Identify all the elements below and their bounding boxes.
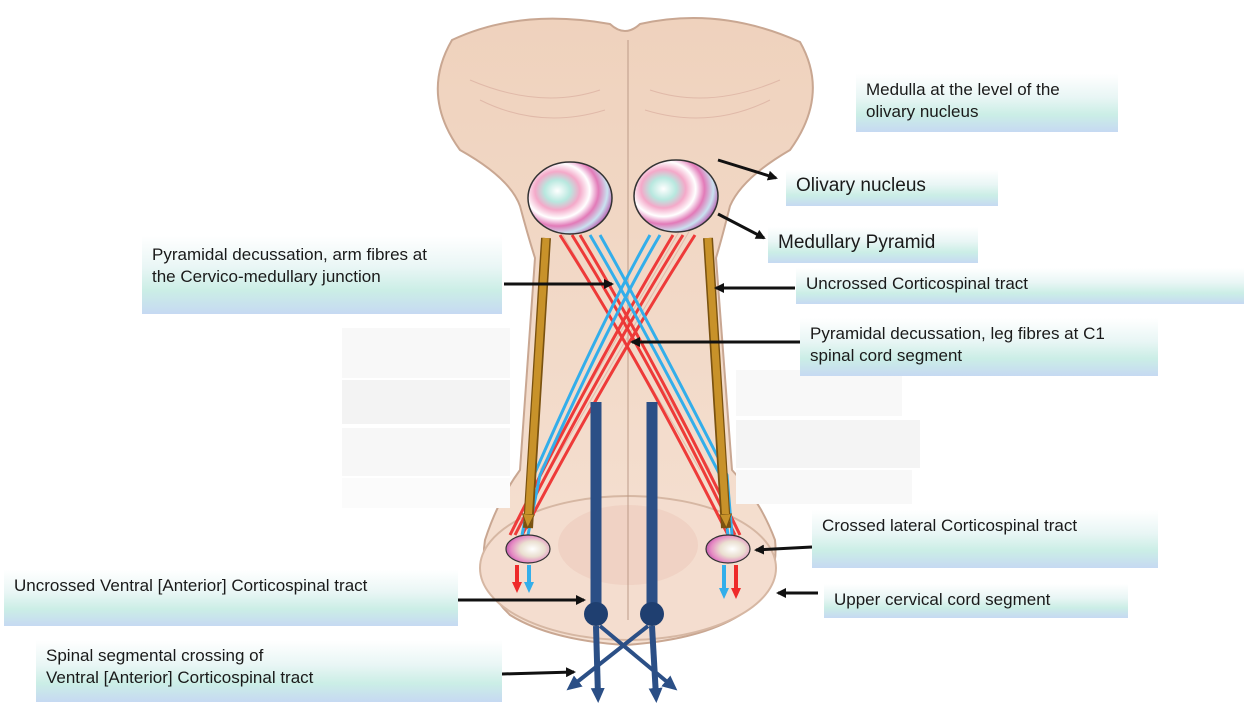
- label-medulla: Medulla at the level of the olivary nucl…: [856, 74, 1118, 132]
- label-olivary-nucleus: Olivary nucleus: [786, 170, 998, 206]
- label-arm-line1: Pyramidal decussation, arm fibres at: [152, 244, 492, 266]
- cover-box: [342, 328, 510, 378]
- label-segmental-line2: Ventral [Anterior] Corticospinal tract: [46, 667, 492, 689]
- cover-box: [342, 478, 510, 508]
- label-leg-decussation: Pyramidal decussation, leg fibres at C1 …: [800, 318, 1158, 376]
- label-leg-line1: Pyramidal decussation, leg fibres at C1: [810, 323, 1148, 345]
- cover-box: [342, 380, 510, 424]
- lateral-tract-disc-right: [706, 535, 750, 563]
- label-medulla-line1: Medulla at the level of the: [866, 79, 1108, 101]
- label-uncrossed-text: Uncrossed Corticospinal tract: [806, 273, 1234, 295]
- ventral-horn-right: [640, 602, 664, 626]
- ventral-descending-2: [652, 626, 656, 696]
- label-olivary-text: Olivary nucleus: [796, 175, 988, 197]
- ventral-horn-left: [584, 602, 608, 626]
- label-uncrossed-ventral: Uncrossed Ventral [Anterior] Corticospin…: [4, 570, 458, 626]
- label-upper-cervical-text: Upper cervical cord segment: [834, 589, 1118, 611]
- label-medullary-pyramid: Medullary Pyramid: [768, 227, 978, 263]
- olivary-nucleus-right: [634, 160, 718, 232]
- cover-box: [736, 370, 902, 416]
- lateral-tract-disc-left: [506, 535, 550, 563]
- arrow-segmental: [502, 672, 574, 674]
- label-arm-line2: the Cervico-medullary junction: [152, 266, 492, 288]
- label-medulla-line2: olivary nucleus: [866, 101, 1108, 123]
- cover-box: [736, 420, 920, 468]
- label-leg-line2: spinal cord segment: [810, 345, 1148, 367]
- label-segmental-crossing: Spinal segmental crossing of Ventral [An…: [36, 640, 502, 702]
- cover-box: [736, 470, 912, 504]
- label-segmental-line1: Spinal segmental crossing of: [46, 645, 492, 667]
- label-crossed-lateral-text: Crossed lateral Corticospinal tract: [822, 515, 1148, 537]
- label-pyramid-text: Medullary Pyramid: [778, 232, 968, 254]
- label-crossed-lateral: Crossed lateral Corticospinal tract: [812, 510, 1158, 568]
- label-uncrossed-tract: Uncrossed Corticospinal tract: [796, 268, 1244, 304]
- cover-box: [342, 428, 510, 476]
- label-upper-cervical: Upper cervical cord segment: [824, 584, 1128, 618]
- label-arm-decussation: Pyramidal decussation, arm fibres at the…: [142, 236, 502, 314]
- label-uncrossed-ventral-text: Uncrossed Ventral [Anterior] Corticospin…: [14, 575, 448, 597]
- olivary-nucleus-left: [528, 162, 612, 234]
- ventral-descending-1: [596, 626, 598, 696]
